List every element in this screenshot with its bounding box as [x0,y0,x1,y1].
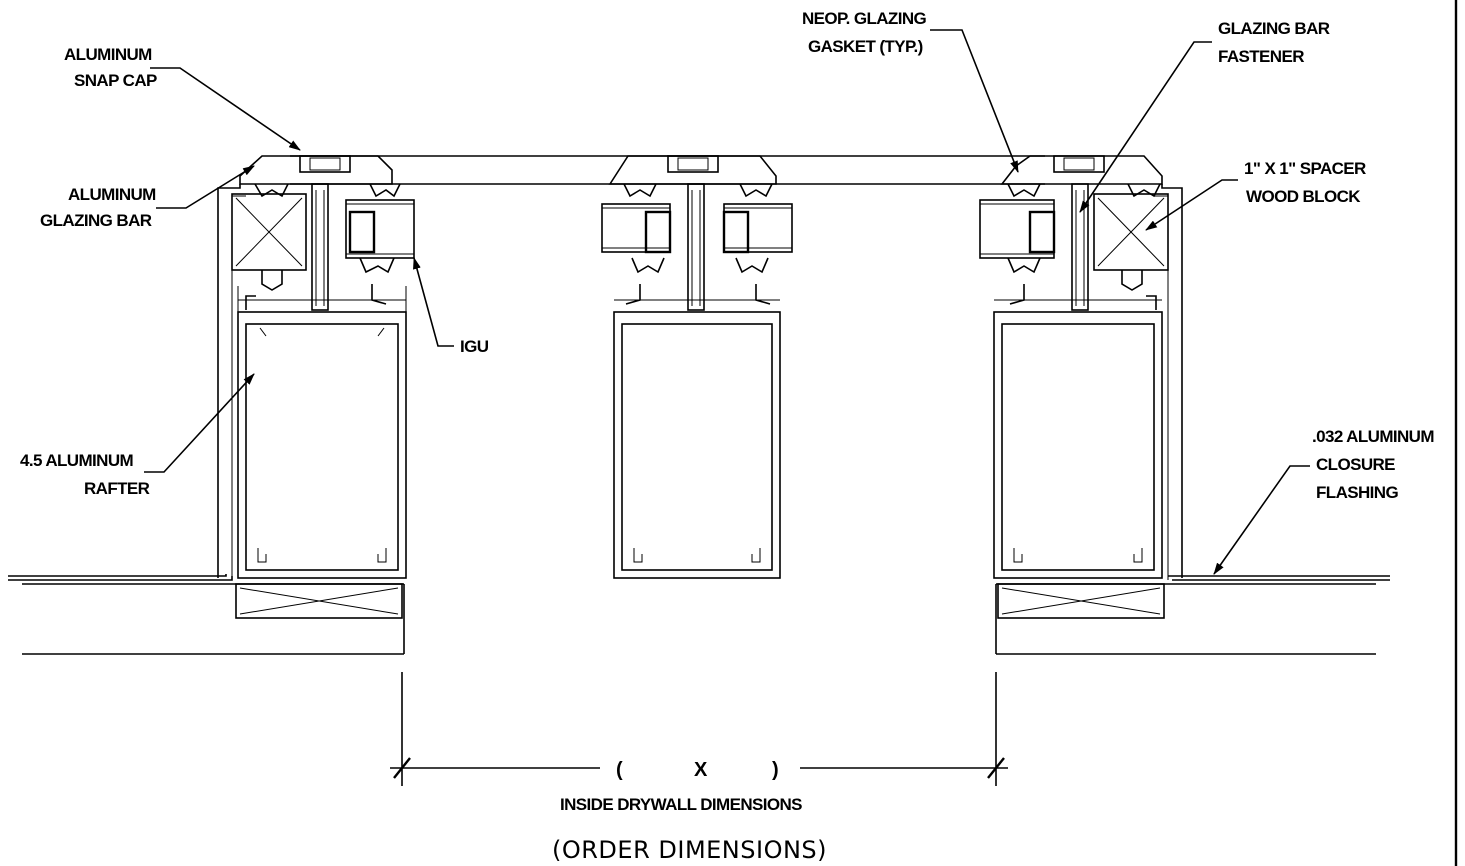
callout-labels: ALUMINUM SNAP CAP ALUMINUM GLAZING BAR N… [20,9,1435,502]
left-rafter-assembly [217,155,415,579]
label-flashing-line2: CLOSURE [1316,455,1395,474]
label-flashing-line1: .032 ALUMINUM [1312,427,1434,446]
dimension-caption: INSIDE DRYWALL DIMENSIONS [560,795,802,814]
label-spacer-line2: WOOD BLOCK [1246,187,1361,206]
label-snap-cap-line2: SNAP CAP [74,71,157,90]
dimension-line [390,672,1008,786]
right-rafter-assembly [979,155,1183,579]
label-rafter-line1: 4.5 ALUMINUM [20,451,134,470]
dimension-x-mark: X [694,759,708,781]
label-glazing-bar-line1: ALUMINUM [68,185,156,204]
label-rafter-line2: RAFTER [84,479,150,498]
label-fastener-line1: GLAZING BAR [1218,19,1330,38]
drywall-base [22,583,1376,655]
dimension-close-paren: ) [772,759,778,781]
dimension-subcaption: (ORDER DIMENSIONS) [552,836,827,864]
label-spacer-line1: 1" X 1" SPACER [1244,159,1366,178]
leader-lines [144,29,1310,575]
label-flashing-line3: FLASHING [1316,483,1398,502]
middle-rafter-assembly [601,155,793,579]
closure-flashing [8,574,1390,581]
label-gasket-line1: NEOP. GLAZING [802,9,927,28]
label-gasket-line2: GASKET (TYP.) [808,37,923,56]
label-fastener-line2: FASTENER [1218,47,1304,66]
label-snap-cap-line1: ALUMINUM [64,45,152,64]
label-igu: IGU [460,337,489,356]
dimension-open-paren: ( [616,759,623,781]
label-glazing-bar-line2: GLAZING BAR [40,211,152,230]
dimension-text: ( X ) INSIDE DRYWALL DIMENSIONS (ORDER D… [552,759,827,864]
